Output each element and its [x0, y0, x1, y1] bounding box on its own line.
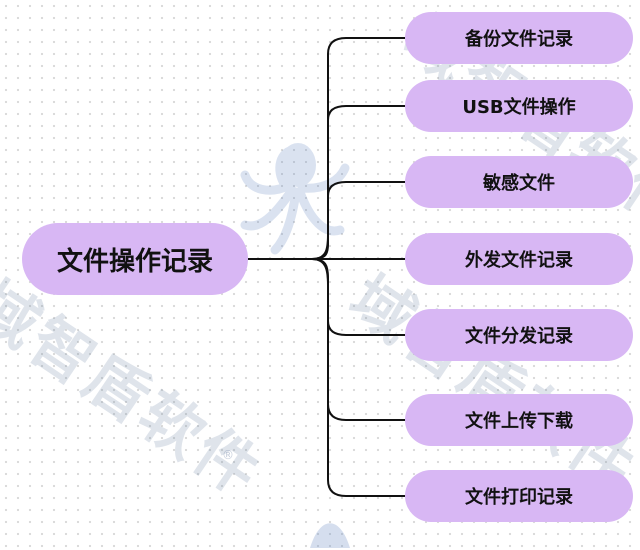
root-node: 文件操作记录 [22, 223, 248, 295]
child-node-sensitive-files: 敏感文件 [405, 156, 633, 208]
child-node-usb-operation: USB文件操作 [405, 80, 633, 132]
child-node-distribution-record: 文件分发记录 [405, 309, 633, 361]
connector-lines [248, 37, 405, 497]
child-node-upload-download: 文件上传下载 [405, 394, 633, 446]
child-node-outgoing-record: 外发文件记录 [405, 233, 633, 285]
child-node-print-record: 文件打印记录 [405, 470, 633, 522]
registered-mark: ® [222, 448, 234, 462]
child-node-backup-record: 备份文件记录 [405, 12, 633, 64]
octopus-logo-icon [240, 143, 350, 255]
